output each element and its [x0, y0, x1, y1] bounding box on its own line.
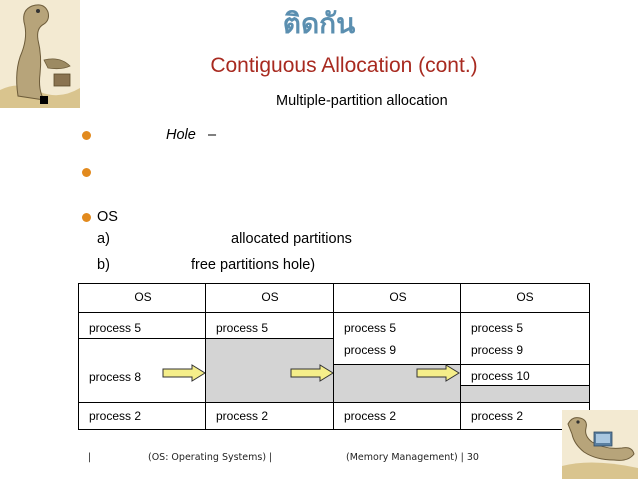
item-b-text: free partitions hole) — [191, 257, 316, 273]
square-bullet-icon — [40, 96, 48, 104]
bullet-dot-icon — [82, 131, 91, 140]
slide-subtitle: Contiguous Allocation (cont.) — [210, 54, 478, 77]
free-hole — [461, 385, 589, 402]
thai-title: ติดกัน — [282, 7, 356, 40]
item-a-text: allocated partitions — [231, 231, 352, 247]
footer-chapter: (Memory Management) | 30 — [346, 452, 479, 463]
hole-term: Hole — [166, 127, 196, 143]
footer-course: (OS: Operating Systems) | — [148, 452, 273, 463]
arrow-right-icon — [290, 364, 334, 382]
dinosaur-illustration-bottom-right — [562, 410, 638, 479]
main-bullet-text: Multiple-partition allocation — [276, 93, 448, 109]
item-a-letter: a) — [97, 231, 110, 247]
bullet-dot-icon — [82, 168, 91, 177]
hole-dash: – — [208, 127, 217, 143]
dinosaur-illustration-top-left — [0, 0, 80, 108]
footer-separator: | — [88, 452, 92, 463]
arrow-right-icon — [162, 364, 206, 382]
bullet-dot-icon — [82, 213, 91, 222]
arrow-right-icon — [416, 364, 460, 382]
memory-diagram-1: OS process 5 process 8 process 2 — [78, 283, 208, 430]
memory-diagram-4: OS process 5 process 9 process 10 proces… — [460, 283, 590, 430]
memory-diagram-2: OS process 5 process 2 — [205, 283, 335, 430]
memory-diagram-3: OS process 5 process 9 process 2 — [333, 283, 463, 430]
os-label: OS — [97, 209, 118, 225]
item-b-letter: b) — [97, 257, 110, 273]
